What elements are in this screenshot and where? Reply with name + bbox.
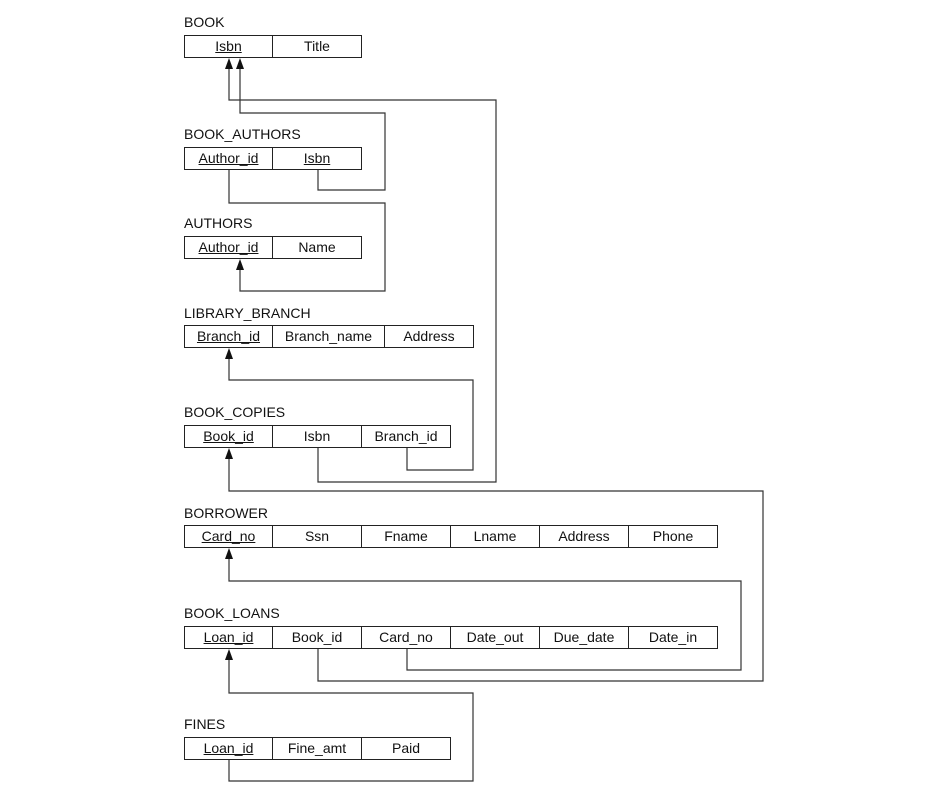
fk-book-copies-branch-to-library-line [228, 358, 474, 471]
attribute-cell-borrower-card-no: Card_no [184, 525, 273, 548]
attribute-label: Address [403, 328, 455, 344]
attribute-cell-book-loans-date-in: Date_in [628, 626, 718, 649]
relation-name-book: BOOK [184, 14, 225, 30]
attribute-label: Phone [652, 528, 694, 544]
attribute-label: Card_no [379, 629, 433, 645]
fk-fines-loan-to-book-loans-arrowhead [225, 649, 233, 660]
attribute-cell-book-loans-book-id: Book_id [272, 626, 362, 649]
attribute-cell-borrower-lname: Lname [450, 525, 540, 548]
attribute-cell-fines-fine-amt: Fine_amt [272, 737, 362, 760]
attribute-cell-library-branch-branch-name: Branch_name [272, 325, 385, 348]
attribute-label: Due_date [553, 629, 615, 645]
attribute-label: Isbn [215, 38, 242, 54]
attribute-label: Fine_amt [287, 740, 347, 756]
attribute-label: Book_id [203, 428, 254, 444]
fk-book-loans-book-to-copies-line [228, 458, 764, 682]
attribute-cell-book-loans-due-date: Due_date [539, 626, 629, 649]
attribute-label: Date_out [466, 629, 524, 645]
attribute-cell-book-isbn: Isbn [184, 35, 273, 58]
attribute-label: Branch_id [196, 328, 261, 344]
attribute-label: Isbn [303, 150, 331, 166]
attribute-cell-borrower-ssn: Ssn [272, 525, 362, 548]
relation-name-book-loans: BOOK_LOANS [184, 605, 280, 621]
fk-book-loans-card-to-borrower-line [228, 558, 742, 671]
attribute-cell-book-loans-loan-id: Loan_id [184, 626, 273, 649]
attribute-label: Branch_id [374, 428, 438, 444]
attribute-cell-book-loans-date-out: Date_out [450, 626, 540, 649]
attribute-cell-book-copies-branch-id: Branch_id [361, 425, 451, 448]
fk-book-copies-isbn-to-book-arrowhead [225, 58, 233, 69]
fk-book-authors-author-to-authors-arrowhead [236, 259, 244, 270]
attribute-label: Paid [391, 740, 421, 756]
attribute-label: Name [298, 239, 336, 255]
attribute-label: Book_id [291, 629, 343, 645]
attribute-label: Loan_id [203, 740, 254, 756]
attribute-label: Ssn [304, 528, 330, 544]
attribute-cell-borrower-fname: Fname [361, 525, 451, 548]
attribute-cell-book-loans-card-no: Card_no [361, 626, 451, 649]
attribute-cell-library-branch-branch-id: Branch_id [184, 325, 273, 348]
attribute-label: Loan_id [203, 629, 254, 645]
fk-book-authors-isbn-to-book-arrowhead [236, 58, 244, 69]
relation-name-library-branch: LIBRARY_BRANCH [184, 305, 311, 321]
attribute-label: Branch_name [284, 328, 373, 344]
attribute-cell-book-title: Title [272, 35, 362, 58]
fk-book-authors-isbn-to-book-line [239, 68, 386, 191]
attribute-label: Card_no [201, 528, 256, 544]
attribute-label: Fname [384, 528, 428, 544]
attribute-cell-authors-name: Name [272, 236, 362, 259]
relation-name-book-authors: BOOK_AUTHORS [184, 126, 301, 142]
fk-fines-loan-to-book-loans-line [228, 659, 474, 782]
attribute-label: Lname [473, 528, 517, 544]
attribute-label: Title [304, 38, 330, 54]
attribute-label: Author_id [198, 239, 259, 255]
attribute-cell-book-copies-isbn: Isbn [272, 425, 362, 448]
attribute-label: Date_in [648, 629, 698, 645]
attribute-label: Address [558, 528, 610, 544]
fk-book-loans-card-to-borrower-arrowhead [225, 548, 233, 559]
relation-name-fines: FINES [184, 716, 226, 732]
attribute-cell-borrower-address: Address [539, 525, 629, 548]
fk-book-loans-book-to-copies-arrowhead [225, 448, 233, 459]
attribute-label: Author_id [198, 150, 259, 166]
attribute-cell-book-authors-author-id: Author_id [184, 147, 273, 170]
attribute-cell-book-copies-book-id: Book_id [184, 425, 273, 448]
relation-name-book-copies: BOOK_COPIES [184, 404, 286, 420]
fk-book-copies-branch-to-library-arrowhead [225, 348, 233, 359]
attribute-cell-fines-paid: Paid [361, 737, 451, 760]
attribute-cell-authors-author-id: Author_id [184, 236, 273, 259]
attribute-cell-book-authors-isbn: Isbn [272, 147, 362, 170]
fk-book-copies-isbn-to-book-line [228, 68, 497, 483]
relation-name-borrower: BORROWER [184, 505, 268, 521]
attribute-label: Isbn [303, 428, 331, 444]
relation-name-authors: AUTHORS [184, 215, 253, 231]
attribute-cell-library-branch-address: Address [384, 325, 474, 348]
attribute-cell-fines-loan-id: Loan_id [184, 737, 273, 760]
fk-book-authors-author-to-authors-line [228, 170, 386, 292]
attribute-cell-borrower-phone: Phone [628, 525, 718, 548]
